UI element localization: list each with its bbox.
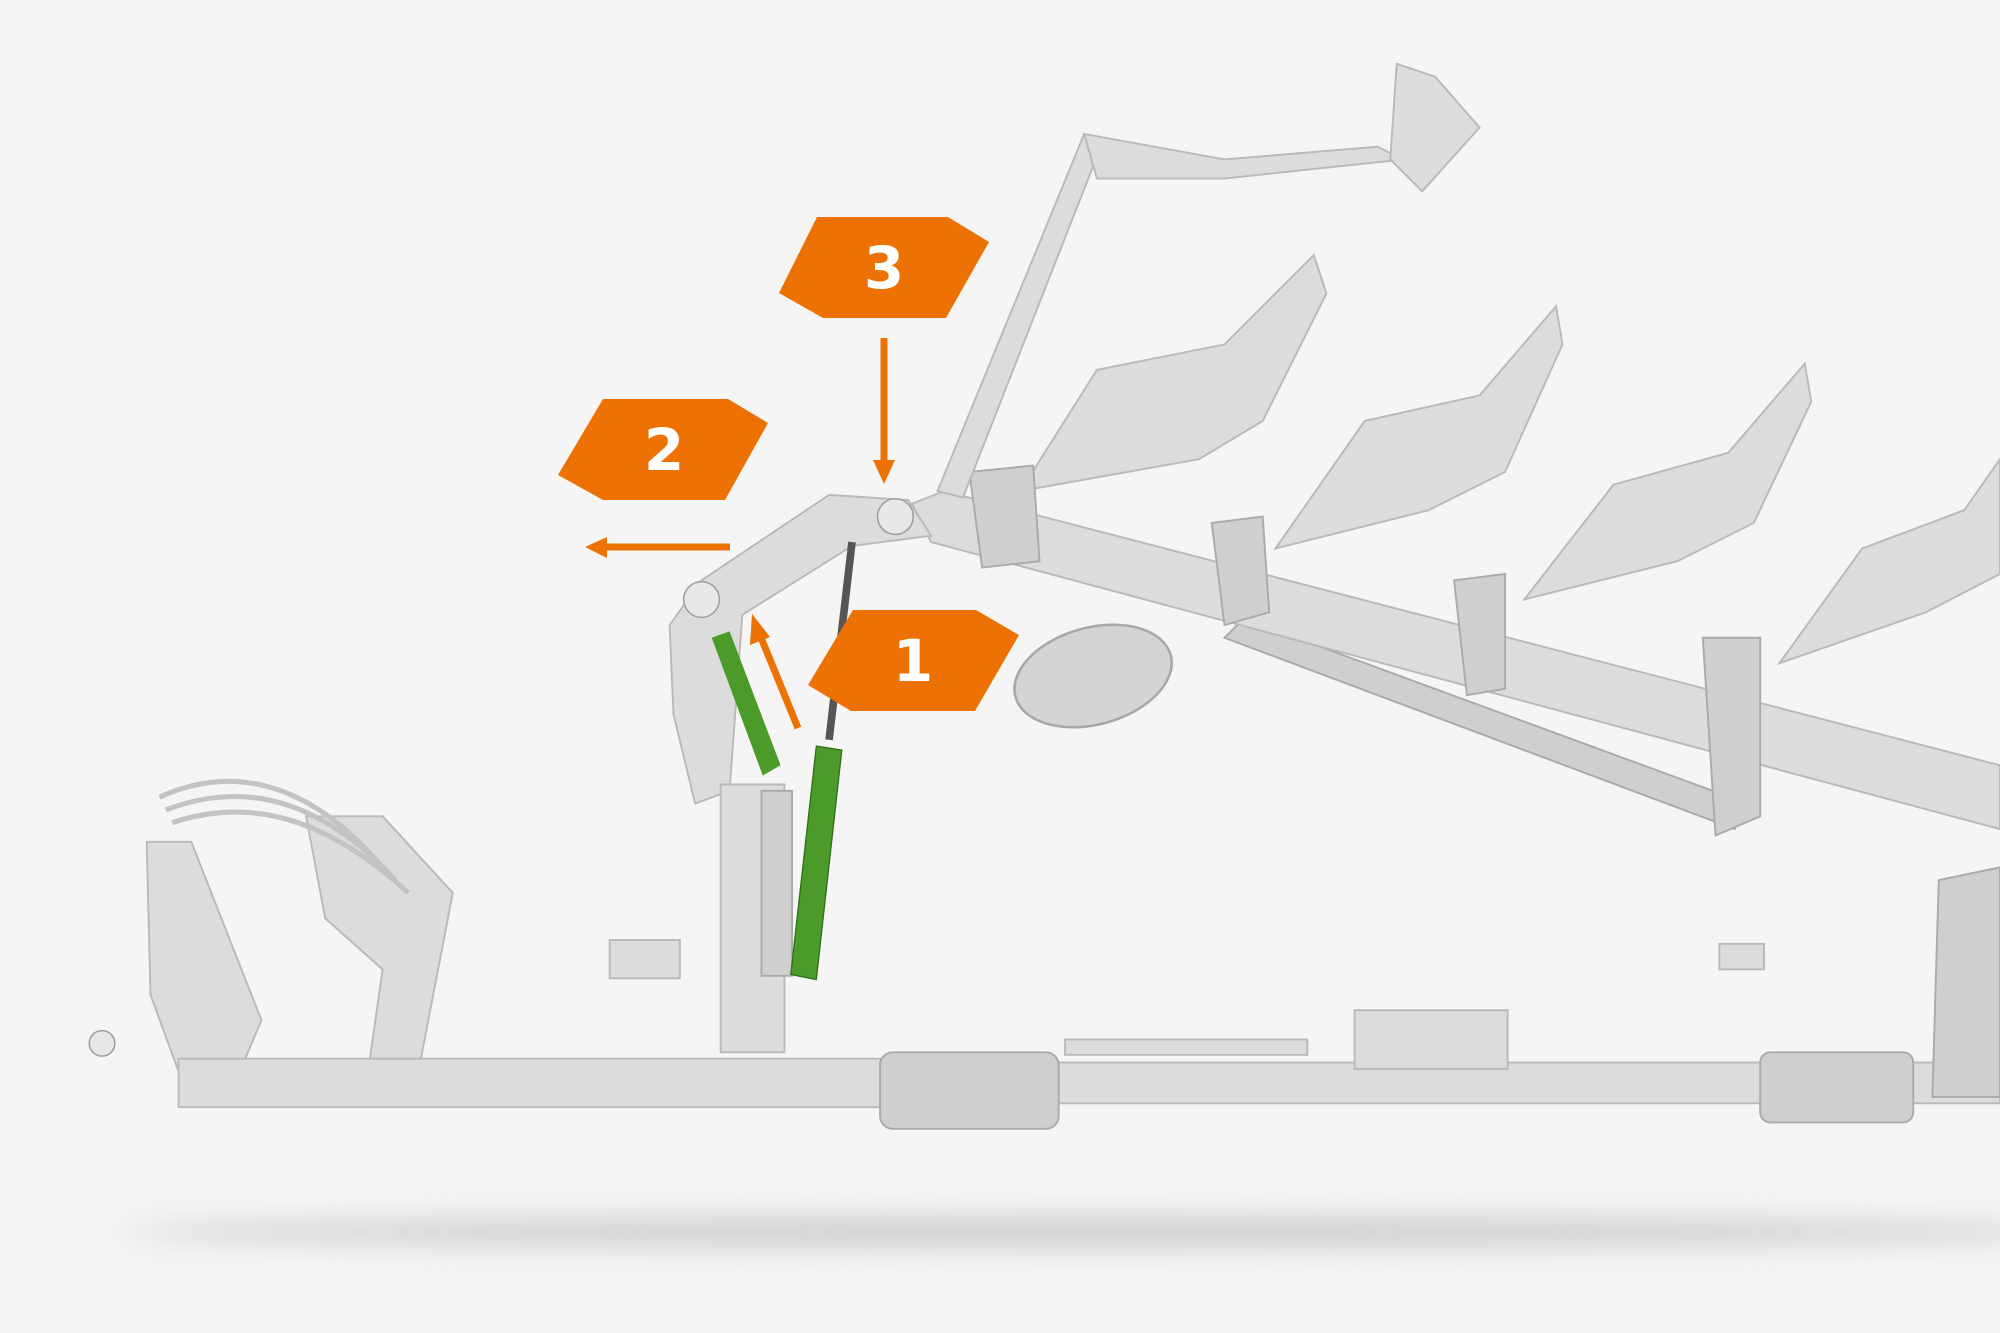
ground-shadow <box>120 1218 2000 1246</box>
callout-3-label: 3 <box>864 234 904 302</box>
callout-3: 3 <box>779 217 989 318</box>
three-point-headstock <box>145 840 263 1073</box>
toolbox <box>1353 1009 1509 1070</box>
callout-2: 2 <box>558 399 768 500</box>
callout-3-shape <box>779 217 989 318</box>
drawbar-hitch <box>88 1029 116 1057</box>
arrow-1-up-left <box>750 614 802 730</box>
plough-bodies <box>968 253 2000 837</box>
main-frame-beam <box>177 1057 894 1109</box>
hydraulic-hoses <box>158 778 410 895</box>
reversible-plough <box>88 62 2000 1130</box>
callout-1-label: 1 <box>893 627 933 695</box>
callout-1: 1 <box>808 610 1019 711</box>
arrow-3-down <box>873 338 895 484</box>
callout-2-shape <box>558 399 768 500</box>
callout-2-label: 2 <box>644 416 684 484</box>
frame-joint <box>879 1051 1060 1130</box>
hydraulic-cylinder-lower <box>790 745 843 981</box>
hose-holder <box>304 815 454 1060</box>
arrow-2-left <box>585 537 730 558</box>
hydraulic-cylinder-upper <box>711 631 781 776</box>
arm-end-pad <box>1389 62 1481 193</box>
depth-wheel <box>1013 623 1174 729</box>
callout-1-shape <box>808 610 1019 711</box>
